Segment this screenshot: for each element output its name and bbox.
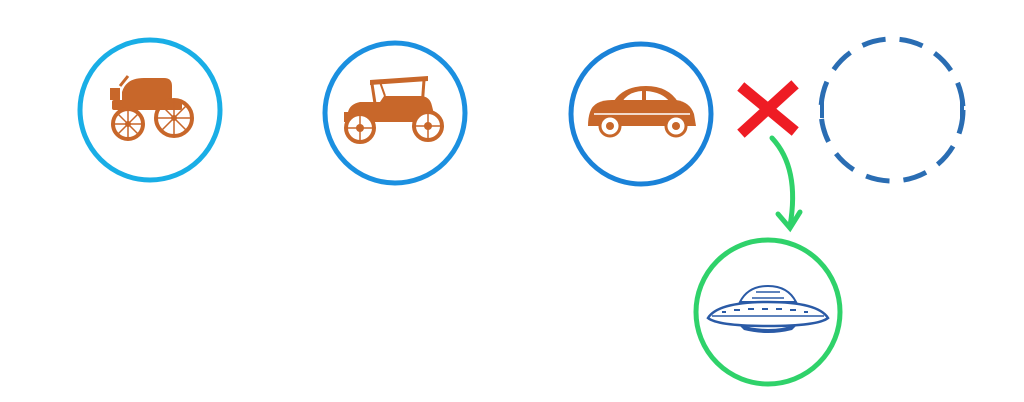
stage-2-node — [325, 43, 465, 183]
future-slot-node — [821, 39, 963, 181]
stage-3-node — [571, 44, 711, 184]
curved-arrow-down-icon — [772, 138, 800, 228]
stage-1-node — [80, 40, 220, 180]
detour-node — [696, 240, 840, 384]
